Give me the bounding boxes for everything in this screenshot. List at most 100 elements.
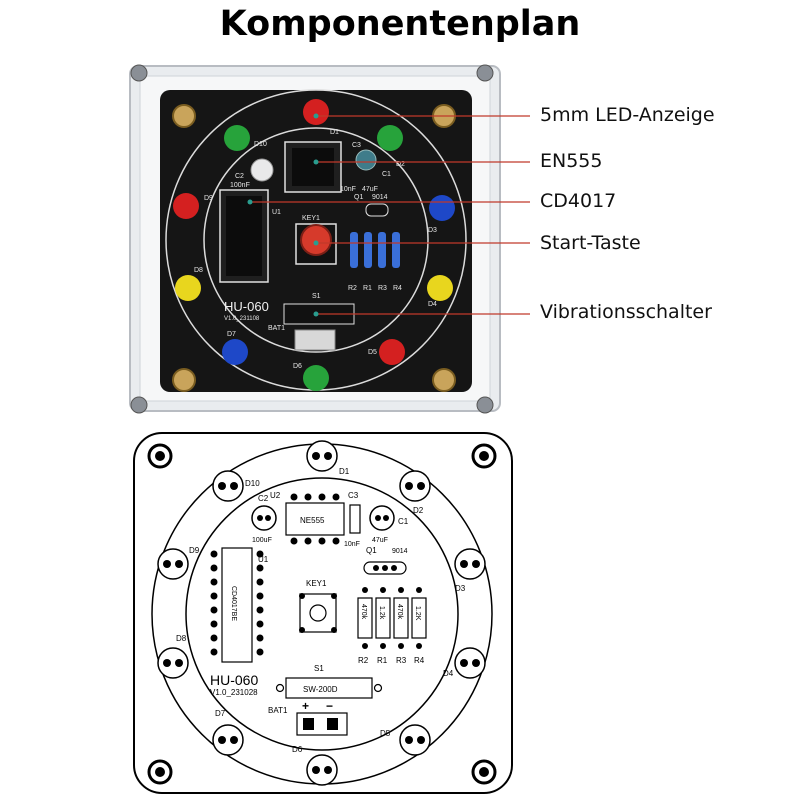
- label-d9: D9: [204, 195, 213, 202]
- pcb-bat-plus: +: [302, 699, 309, 713]
- label-d3: D3: [428, 227, 437, 234]
- pcb-model: HU-060: [210, 672, 258, 688]
- pcb-c2-value: 100uF: [252, 537, 272, 544]
- pcb-r1-value: 1.2k: [378, 606, 385, 620]
- label-d8: D8: [194, 267, 203, 274]
- photo-resistor-labels: R2 R1 R3 R4: [348, 285, 402, 292]
- ne555-chip: [292, 148, 334, 186]
- pcb-inner-ring: [185, 477, 459, 751]
- led-d1: [303, 99, 329, 125]
- pcb-label-d8: D8: [176, 634, 187, 643]
- pcb-s1: S1: [314, 664, 324, 673]
- pcb-q1-value: 9014: [392, 548, 408, 555]
- photo-c1-label: C1: [382, 171, 391, 178]
- pcb-r3-value: 470k: [396, 604, 403, 620]
- pcb-label-d7: D7: [215, 709, 226, 718]
- photo-model: HU-060: [224, 299, 269, 314]
- pcb-ne555: NE555: [300, 516, 325, 525]
- battery-connector: [294, 329, 336, 351]
- pcb-label-d4: D4: [443, 669, 454, 678]
- pcb-r3: R3: [396, 656, 407, 665]
- cd4017-pads: [210, 550, 264, 656]
- label-d7: D7: [227, 331, 236, 338]
- pcb-label-d10: D10: [245, 479, 260, 488]
- resistor-labels-pcb: R2 R1 R3 R4: [358, 656, 425, 665]
- led-d2: [377, 125, 403, 151]
- page-title: Komponentenplan: [219, 4, 581, 44]
- led-d9: [173, 193, 199, 219]
- pcb-r4-value: 1.2K: [414, 606, 421, 621]
- led-d7: [222, 339, 248, 365]
- led-labels-pcb: D1 D2 D3 D4 D5 D6 D7 D8 D9 D10: [176, 467, 466, 754]
- photo-version: V1.0_231108: [224, 316, 260, 322]
- callout-led: 5mm LED-Anzeige: [540, 104, 715, 126]
- pcb-bat1: BAT1: [268, 706, 288, 715]
- photo-c3-value: 10nF: [340, 186, 356, 193]
- q1-footprint: [363, 561, 407, 575]
- bat1-footprint: [296, 712, 348, 736]
- resistor-footprints: [357, 597, 427, 639]
- label-d5: D5: [368, 349, 377, 356]
- cd4017-footprint: [221, 547, 253, 663]
- callout-en555: EN555: [540, 150, 603, 172]
- photo-r2: R2: [348, 285, 357, 292]
- label-d6: D6: [293, 363, 302, 370]
- photo-q1-label: Q1: [354, 194, 363, 201]
- led-d8: [175, 275, 201, 301]
- pcb-c1: C1: [398, 517, 409, 526]
- led-d10: [224, 125, 250, 151]
- capacitor-c1: [355, 149, 377, 171]
- pcb-label-d3: D3: [455, 584, 466, 593]
- label-d1: D1: [330, 129, 339, 136]
- pcb-r1: R1: [377, 656, 388, 665]
- pcb-u2: U2: [270, 491, 281, 500]
- pcb-label-d9: D9: [189, 546, 200, 555]
- photo-c2-label: C2: [235, 173, 244, 180]
- photo-c1-value: 47uF: [362, 186, 378, 193]
- assembled-board-illustration: D1 D2 D3 D4 D5 D6 D7 D8 D9 D10 U1 C2 100…: [129, 64, 530, 414]
- callout-start-button: Start-Taste: [540, 232, 641, 254]
- pcb-c3: C3: [348, 491, 359, 500]
- pcb-r4: R4: [414, 656, 425, 665]
- pcb-q1: Q1: [366, 546, 377, 555]
- pcb-label-d5: D5: [380, 729, 391, 738]
- s1-footprint: [285, 677, 373, 699]
- c1-footprint: [369, 505, 395, 531]
- transistor-q1: [365, 203, 389, 217]
- pcb-bat-minus: −: [326, 699, 333, 713]
- pcb-c2: C2: [258, 494, 269, 503]
- capacitor-c2: [250, 158, 274, 182]
- resistor-bank: [350, 232, 400, 268]
- led-pads: [163, 452, 480, 774]
- pcb-c1-value: 47uF: [372, 537, 388, 544]
- label-d10: D10: [254, 141, 267, 148]
- key1-footprint: [299, 593, 337, 633]
- start-button-cap: [300, 224, 332, 256]
- photo-q1-value: 9014: [372, 194, 388, 201]
- pcb-label-d2: D2: [413, 506, 424, 515]
- pcb-u1: U1: [258, 555, 269, 564]
- ne555-footprint: [285, 502, 345, 536]
- photo-s1-label: S1: [312, 293, 321, 300]
- pcb-r2: R2: [358, 656, 369, 665]
- pcb-outline: [133, 432, 513, 794]
- photo-c2-value: 100nF: [230, 182, 250, 189]
- led-labels-photo: D1 D2 D3 D4 D5 D6 D7 D8 D9 D10: [194, 129, 437, 370]
- label-d2: D2: [396, 161, 405, 168]
- pcb-r2-value: 470k: [360, 604, 367, 620]
- callout-vibration-switch: Vibrationsschalter: [540, 301, 712, 323]
- photo-r3: R3: [378, 285, 387, 292]
- pcb-cd4017: CD4017BE: [230, 586, 237, 621]
- pcb-outer-ring: [151, 443, 493, 785]
- led-footprints: [157, 440, 486, 786]
- callout-cd4017: CD4017: [540, 190, 617, 212]
- photo-bat-label: BAT1: [268, 325, 285, 332]
- callout-lines: [250, 115, 530, 315]
- ne555-pads: [290, 493, 340, 545]
- photo-r1: R1: [363, 285, 372, 292]
- photo-u1-label: U1: [272, 209, 281, 216]
- photo-r4: R4: [393, 285, 402, 292]
- c3-footprint: [349, 504, 361, 534]
- mounting-holes: [147, 443, 497, 785]
- label-d4: D4: [428, 301, 437, 308]
